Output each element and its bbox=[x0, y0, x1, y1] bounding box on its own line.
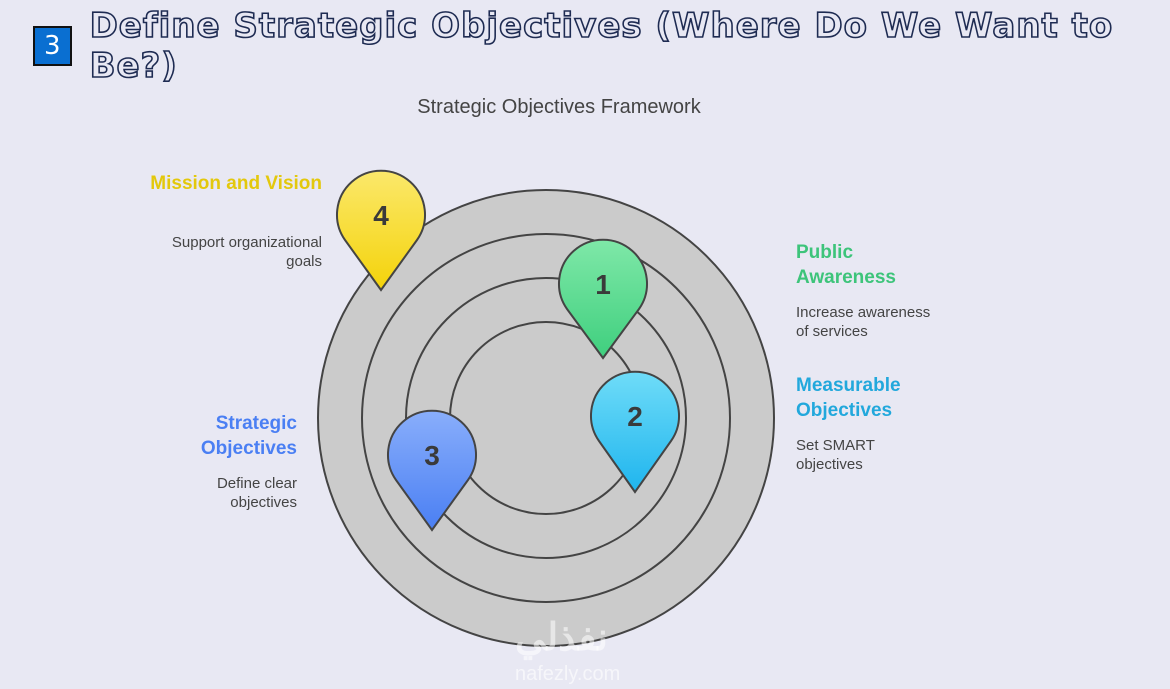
page-title: Define Strategic Objectives (Where Do We… bbox=[89, 5, 1114, 87]
desc-public-awareness: Increase awareness of services bbox=[796, 304, 931, 340]
pin-3: 3 bbox=[387, 409, 477, 532]
header: 3 Define Strategic Objectives (Where Do … bbox=[33, 5, 1170, 87]
desc-mission-vision: Support organizational goals bbox=[171, 234, 322, 270]
label-measurable-objectives: Measurable Objectives bbox=[796, 375, 901, 421]
svg-text:1: 1 bbox=[595, 269, 611, 300]
desc-measurable-objectives: Set SMART objectives bbox=[796, 437, 875, 473]
watermark-logo: نفذلي bbox=[515, 617, 608, 659]
pin-1: 1 bbox=[558, 238, 648, 360]
svg-text:2: 2 bbox=[627, 401, 643, 432]
svg-text:4: 4 bbox=[373, 200, 389, 231]
label-mission-vision: Mission and Vision bbox=[150, 173, 322, 194]
label-strategic-objectives: Strategic Objectives bbox=[200, 413, 297, 459]
svg-text:3: 3 bbox=[424, 440, 440, 471]
desc-strategic-objectives: Define clear objectives bbox=[216, 475, 297, 511]
section-number: 3 bbox=[33, 26, 72, 66]
watermark-url: nafezly.com bbox=[515, 663, 621, 685]
label-public-awareness: Public Awareness bbox=[796, 242, 896, 288]
pin-4: 4 bbox=[336, 169, 426, 292]
pin-2: 2 bbox=[590, 370, 680, 494]
diagram-title: Strategic Objectives Framework bbox=[417, 96, 701, 118]
